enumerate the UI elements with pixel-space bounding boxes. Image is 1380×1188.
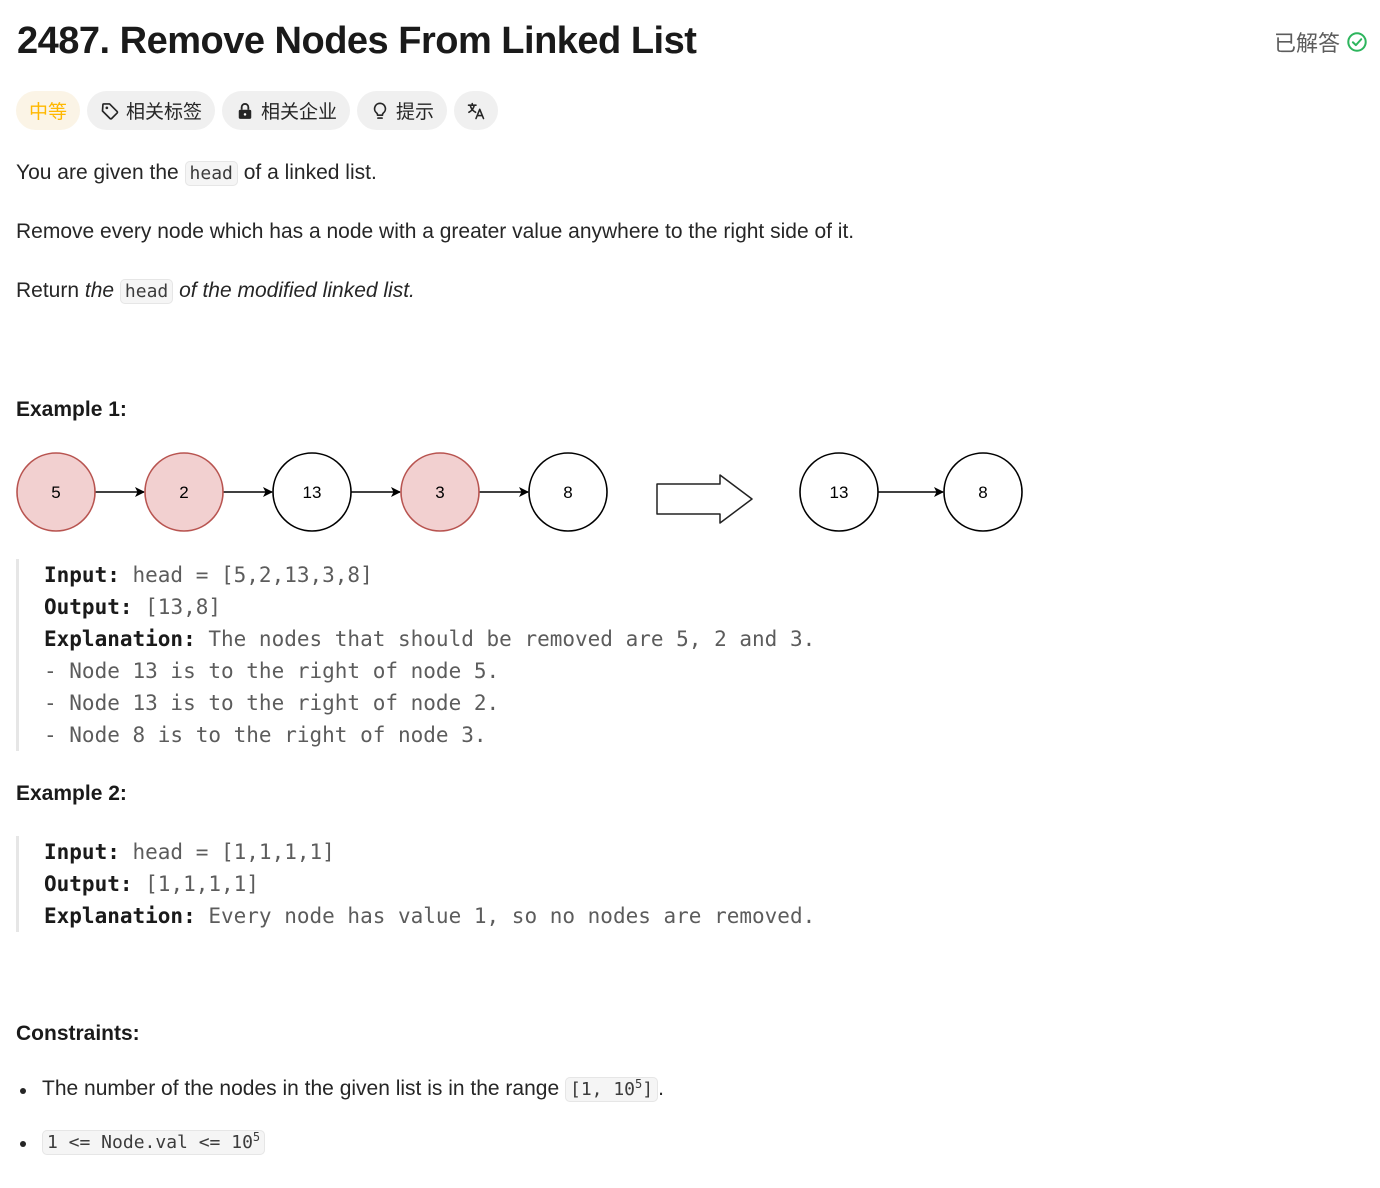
ex2-output-value: [1,1,1,1] bbox=[132, 872, 259, 896]
example-1-code: Input: head = [5,2,13,3,8]Output: [13,8]… bbox=[16, 559, 815, 751]
constraints-list: The number of the nodes in the given lis… bbox=[16, 1074, 664, 1180]
ex1-explanation-label: Explanation: bbox=[44, 627, 196, 651]
after-node bbox=[943, 452, 1023, 532]
ex1-detail-line: - Node 8 is to the right of node 3. bbox=[44, 723, 487, 747]
example-2-code: Input: head = [1,1,1,1]Output: [1,1,1,1]… bbox=[16, 836, 815, 932]
difficulty-badge[interactable]: 中等 bbox=[16, 91, 81, 130]
solved-label: 已解答 bbox=[1273, 31, 1340, 56]
constraint-2-code-text: 1 <= Node.val <= 10 bbox=[47, 1132, 253, 1153]
constraint-1-code-end: ] bbox=[642, 1079, 654, 1100]
p3-inline-code: head bbox=[119, 279, 174, 304]
lightbulb-icon bbox=[373, 102, 387, 119]
ex1-output-label: Output: bbox=[44, 595, 133, 619]
after-node-value: 13 bbox=[830, 483, 849, 502]
tag-bar: 中等 相关标签 相关企业 提示 bbox=[16, 91, 499, 130]
constraint-1-code-start: [1, 10 bbox=[569, 1079, 636, 1100]
description-paragraph-2: Remove every node which has a node with … bbox=[16, 220, 855, 243]
p1-text-after: of a linked list. bbox=[237, 161, 377, 184]
ex1-input-line: Input: head = [5,2,13,3,8] bbox=[44, 559, 815, 591]
ex1-explanation-value: The nodes that should be removed are 5, … bbox=[195, 627, 816, 651]
example-2-heading: Example 2: bbox=[16, 782, 127, 805]
before-node-removed bbox=[400, 452, 480, 532]
check-circle-icon bbox=[1347, 32, 1367, 52]
solved-status: 已解答 bbox=[1274, 26, 1368, 58]
after-node bbox=[799, 452, 879, 532]
constraint-1-after: . bbox=[658, 1077, 664, 1100]
constraint-1-exponent: 5 bbox=[635, 1077, 643, 1091]
ex2-input-value: head = [1,1,1,1] bbox=[119, 840, 335, 864]
hints-label: 提示 bbox=[396, 102, 435, 123]
before-node-removed bbox=[16, 452, 96, 532]
p3-italic-2: of the modified linked list. bbox=[173, 279, 415, 302]
after-node-value: 8 bbox=[978, 483, 987, 502]
ex1-output-value: [13,8] bbox=[132, 595, 222, 619]
description-paragraph-1: You are given the head of a linked list. bbox=[16, 158, 377, 189]
p3-italic-1: the bbox=[84, 279, 120, 302]
constraint-item: The number of the nodes in the given lis… bbox=[16, 1074, 664, 1105]
constraint-2-exponent: 5 bbox=[252, 1130, 261, 1144]
transform-arrow-icon bbox=[656, 474, 753, 524]
constraint-1-text: The number of the nodes in the given lis… bbox=[42, 1077, 565, 1100]
ex2-output-label: Output: bbox=[44, 872, 133, 896]
p1-text-before: You are given the bbox=[16, 161, 185, 184]
translate-icon bbox=[467, 102, 485, 119]
ex2-input-line: Input: head = [1,1,1,1] bbox=[44, 836, 815, 868]
example-1-heading: Example 1: bbox=[16, 398, 127, 421]
ex1-detail-line: - Node 13 is to the right of node 2. bbox=[44, 691, 500, 715]
before-node-value: 3 bbox=[435, 483, 444, 502]
constraint-1-code: [1, 105] bbox=[564, 1077, 659, 1102]
constraints-heading: Constraints: bbox=[16, 1022, 140, 1045]
ex1-input-value: head = [5,2,13,3,8] bbox=[119, 563, 373, 587]
ex1-explanation-line: Explanation: The nodes that should be re… bbox=[44, 623, 815, 655]
constraint-item: 1 <= Node.val <= 105 bbox=[16, 1127, 664, 1158]
before-node bbox=[528, 452, 608, 532]
ex1-detail-line: - Node 13 is to the right of node 5. bbox=[44, 659, 500, 683]
ex1-input-label: Input: bbox=[44, 563, 120, 587]
before-node-value: 5 bbox=[51, 483, 60, 502]
before-node-value: 2 bbox=[179, 483, 188, 502]
before-node bbox=[272, 452, 352, 532]
before-node-value: 8 bbox=[563, 483, 572, 502]
translate-button[interactable] bbox=[454, 91, 499, 130]
related-companies-label: 相关企业 bbox=[261, 102, 338, 123]
p1-inline-code: head bbox=[184, 161, 238, 186]
related-topics-button[interactable]: 相关标签 bbox=[87, 91, 216, 130]
ex2-explanation-line: Explanation: Every node has value 1, so … bbox=[44, 900, 815, 932]
lock-icon bbox=[238, 102, 252, 119]
related-topics-label: 相关标签 bbox=[126, 102, 203, 123]
ex2-output-line: Output: [1,1,1,1] bbox=[44, 868, 815, 900]
ex2-explanation-label: Explanation: bbox=[44, 904, 196, 928]
ex2-input-label: Input: bbox=[44, 840, 120, 864]
tag-icon bbox=[101, 102, 119, 120]
constraint-2-code: 1 <= Node.val <= 105 bbox=[42, 1130, 266, 1155]
p3-text-before: Return bbox=[16, 279, 85, 302]
difficulty-label: 中等 bbox=[29, 102, 68, 123]
ex2-explanation-value: Every node has value 1, so no nodes are … bbox=[195, 904, 816, 928]
before-node-value: 13 bbox=[303, 483, 322, 502]
ex1-output-line: Output: [13,8] bbox=[44, 591, 815, 623]
description-paragraph-3: Return the head of the modified linked l… bbox=[16, 276, 415, 307]
example-1-diagram: 5 2 13 3 8 13 8 bbox=[16, 452, 1023, 532]
hints-button[interactable]: 提示 bbox=[357, 91, 448, 130]
problem-title: 2487. Remove Nodes From Linked List bbox=[17, 20, 697, 62]
related-companies-button[interactable]: 相关企业 bbox=[222, 91, 351, 130]
before-node-removed bbox=[144, 452, 224, 532]
